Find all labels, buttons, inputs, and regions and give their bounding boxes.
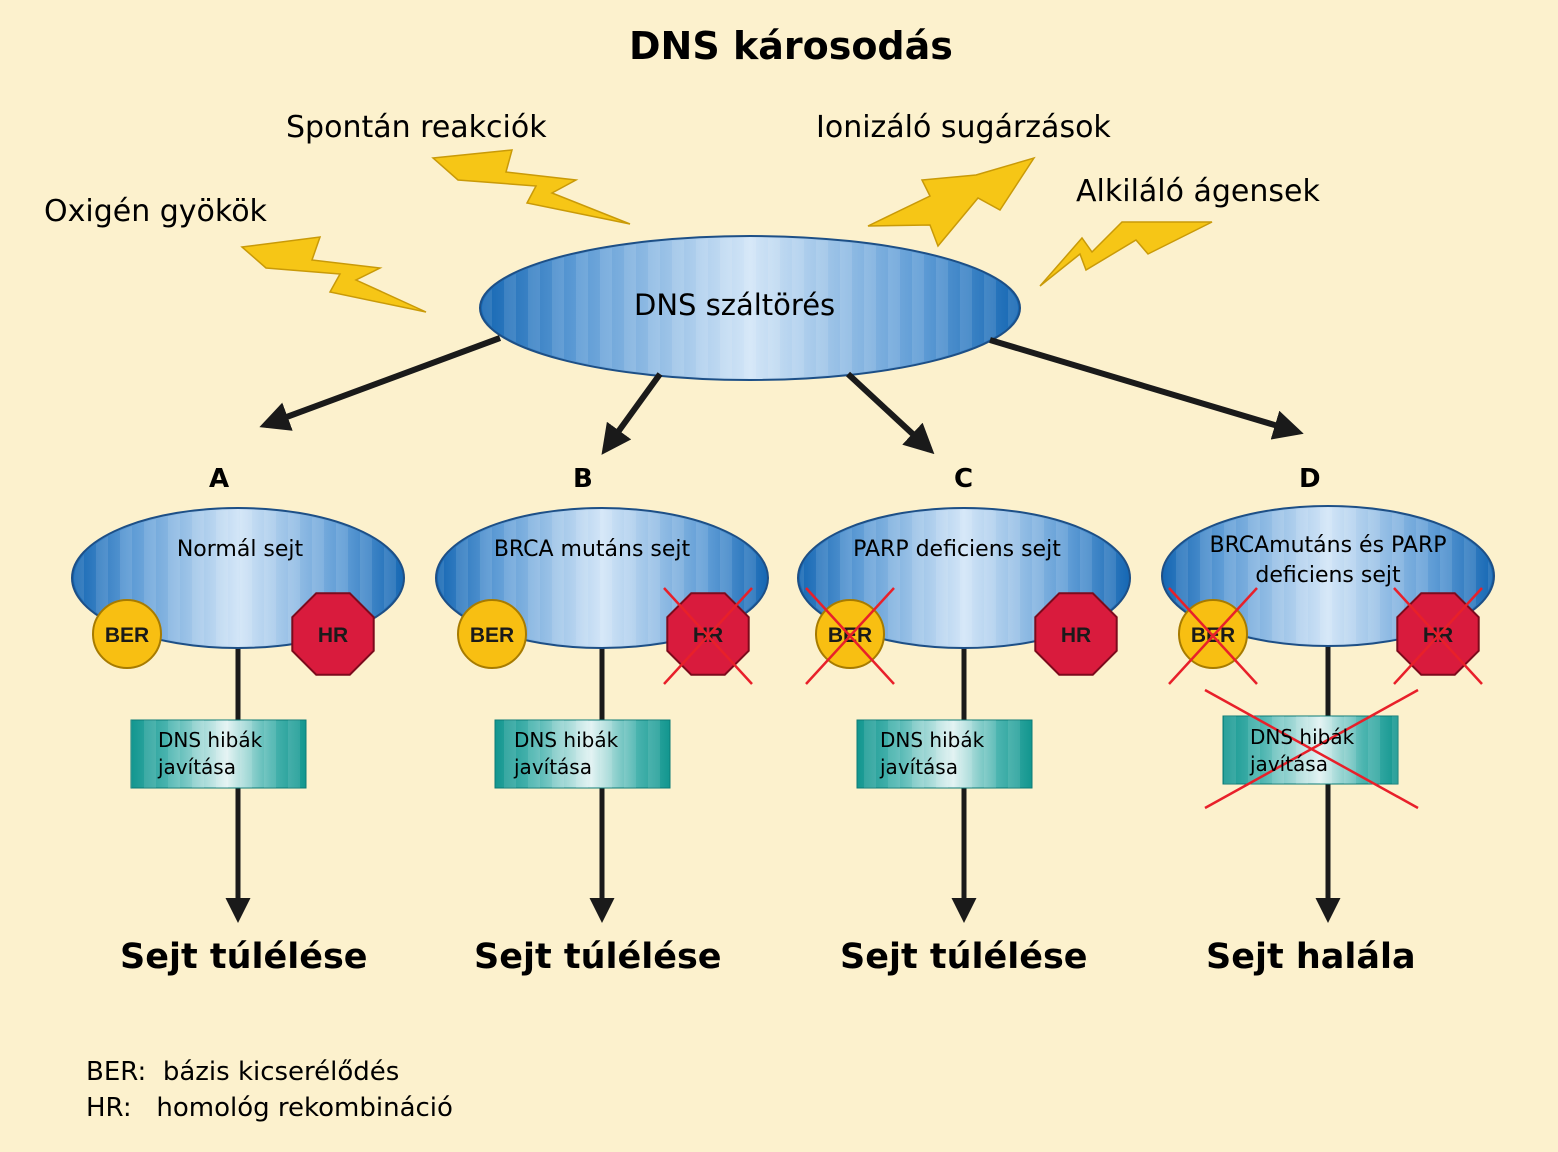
column-letter-a: A bbox=[209, 464, 230, 494]
hub-arrow-d bbox=[989, 337, 1304, 440]
repair-label-b: DNS hibák javítása bbox=[514, 728, 619, 779]
repair-label-a: DNS hibák javítása bbox=[158, 728, 263, 779]
hr-blocked-cross-icon-b bbox=[663, 587, 753, 685]
lightning-bolt-icon bbox=[431, 149, 631, 225]
ber-badge-b bbox=[457, 599, 527, 669]
hr-badge-label-a: HR bbox=[318, 624, 348, 647]
legend-hr: HR: homológ rekombináció bbox=[86, 1093, 453, 1123]
outcome-d: Sejt halála bbox=[1206, 937, 1416, 977]
outcome-a: Sejt túlélése bbox=[120, 937, 368, 977]
repair-blocked-cross-icon-d bbox=[1204, 688, 1419, 810]
column-letter-c: C bbox=[954, 464, 974, 494]
ber-badge-a bbox=[92, 599, 162, 669]
source-ionizing-radiation: Ionizáló sugárzások bbox=[816, 110, 1111, 145]
column-letter-d: D bbox=[1299, 464, 1321, 494]
source-spontaneous-reactions: Spontán reakciók bbox=[286, 110, 547, 145]
lightning-bolt-icon bbox=[867, 156, 1036, 248]
ber-badge-label-b: BER bbox=[470, 624, 514, 647]
lightning-bolt-icon bbox=[1039, 221, 1213, 287]
ber-blocked-cross-icon-c bbox=[805, 587, 895, 685]
hr-blocked-cross-icon-d bbox=[1393, 587, 1483, 685]
source-alkylating-agents: Alkiláló ágensek bbox=[1076, 174, 1320, 209]
cell-label-c: PARP deficiens sejt bbox=[853, 537, 1061, 562]
outcome-c: Sejt túlélése bbox=[840, 937, 1088, 977]
hub-arrow-a bbox=[259, 335, 502, 431]
cell-label-a: Normál sejt bbox=[176, 537, 304, 562]
source-oxygen-radicals: Oxigén gyökök bbox=[44, 194, 267, 229]
hub-arrow-c bbox=[845, 371, 935, 455]
cell-label-d: BRCAmutáns és PARP deficiens sejt bbox=[1209, 533, 1447, 588]
lightning-bolt-icon bbox=[240, 236, 427, 313]
hub-arrow-b bbox=[601, 372, 663, 455]
cell-label-b: BRCA mutáns sejt bbox=[493, 537, 691, 562]
legend-ber: BER: bázis kicserélődés bbox=[86, 1057, 400, 1087]
page-title: DNS károsodás bbox=[629, 24, 953, 68]
outcome-b: Sejt túlélése bbox=[474, 937, 722, 977]
repair-label-d: DNS hibák javítása bbox=[1250, 725, 1355, 776]
ber-blocked-cross-icon-d bbox=[1168, 587, 1258, 685]
repair-label-c: DNS hibák javítása bbox=[880, 728, 985, 779]
column-letter-b: B bbox=[573, 464, 593, 494]
hub-label: DNS száltörés bbox=[634, 288, 836, 322]
hr-badge-c bbox=[1034, 592, 1118, 676]
hr-badge-label-c: HR bbox=[1061, 624, 1091, 647]
ber-badge-label-a: BER bbox=[105, 624, 149, 647]
hr-badge-a bbox=[291, 592, 375, 676]
